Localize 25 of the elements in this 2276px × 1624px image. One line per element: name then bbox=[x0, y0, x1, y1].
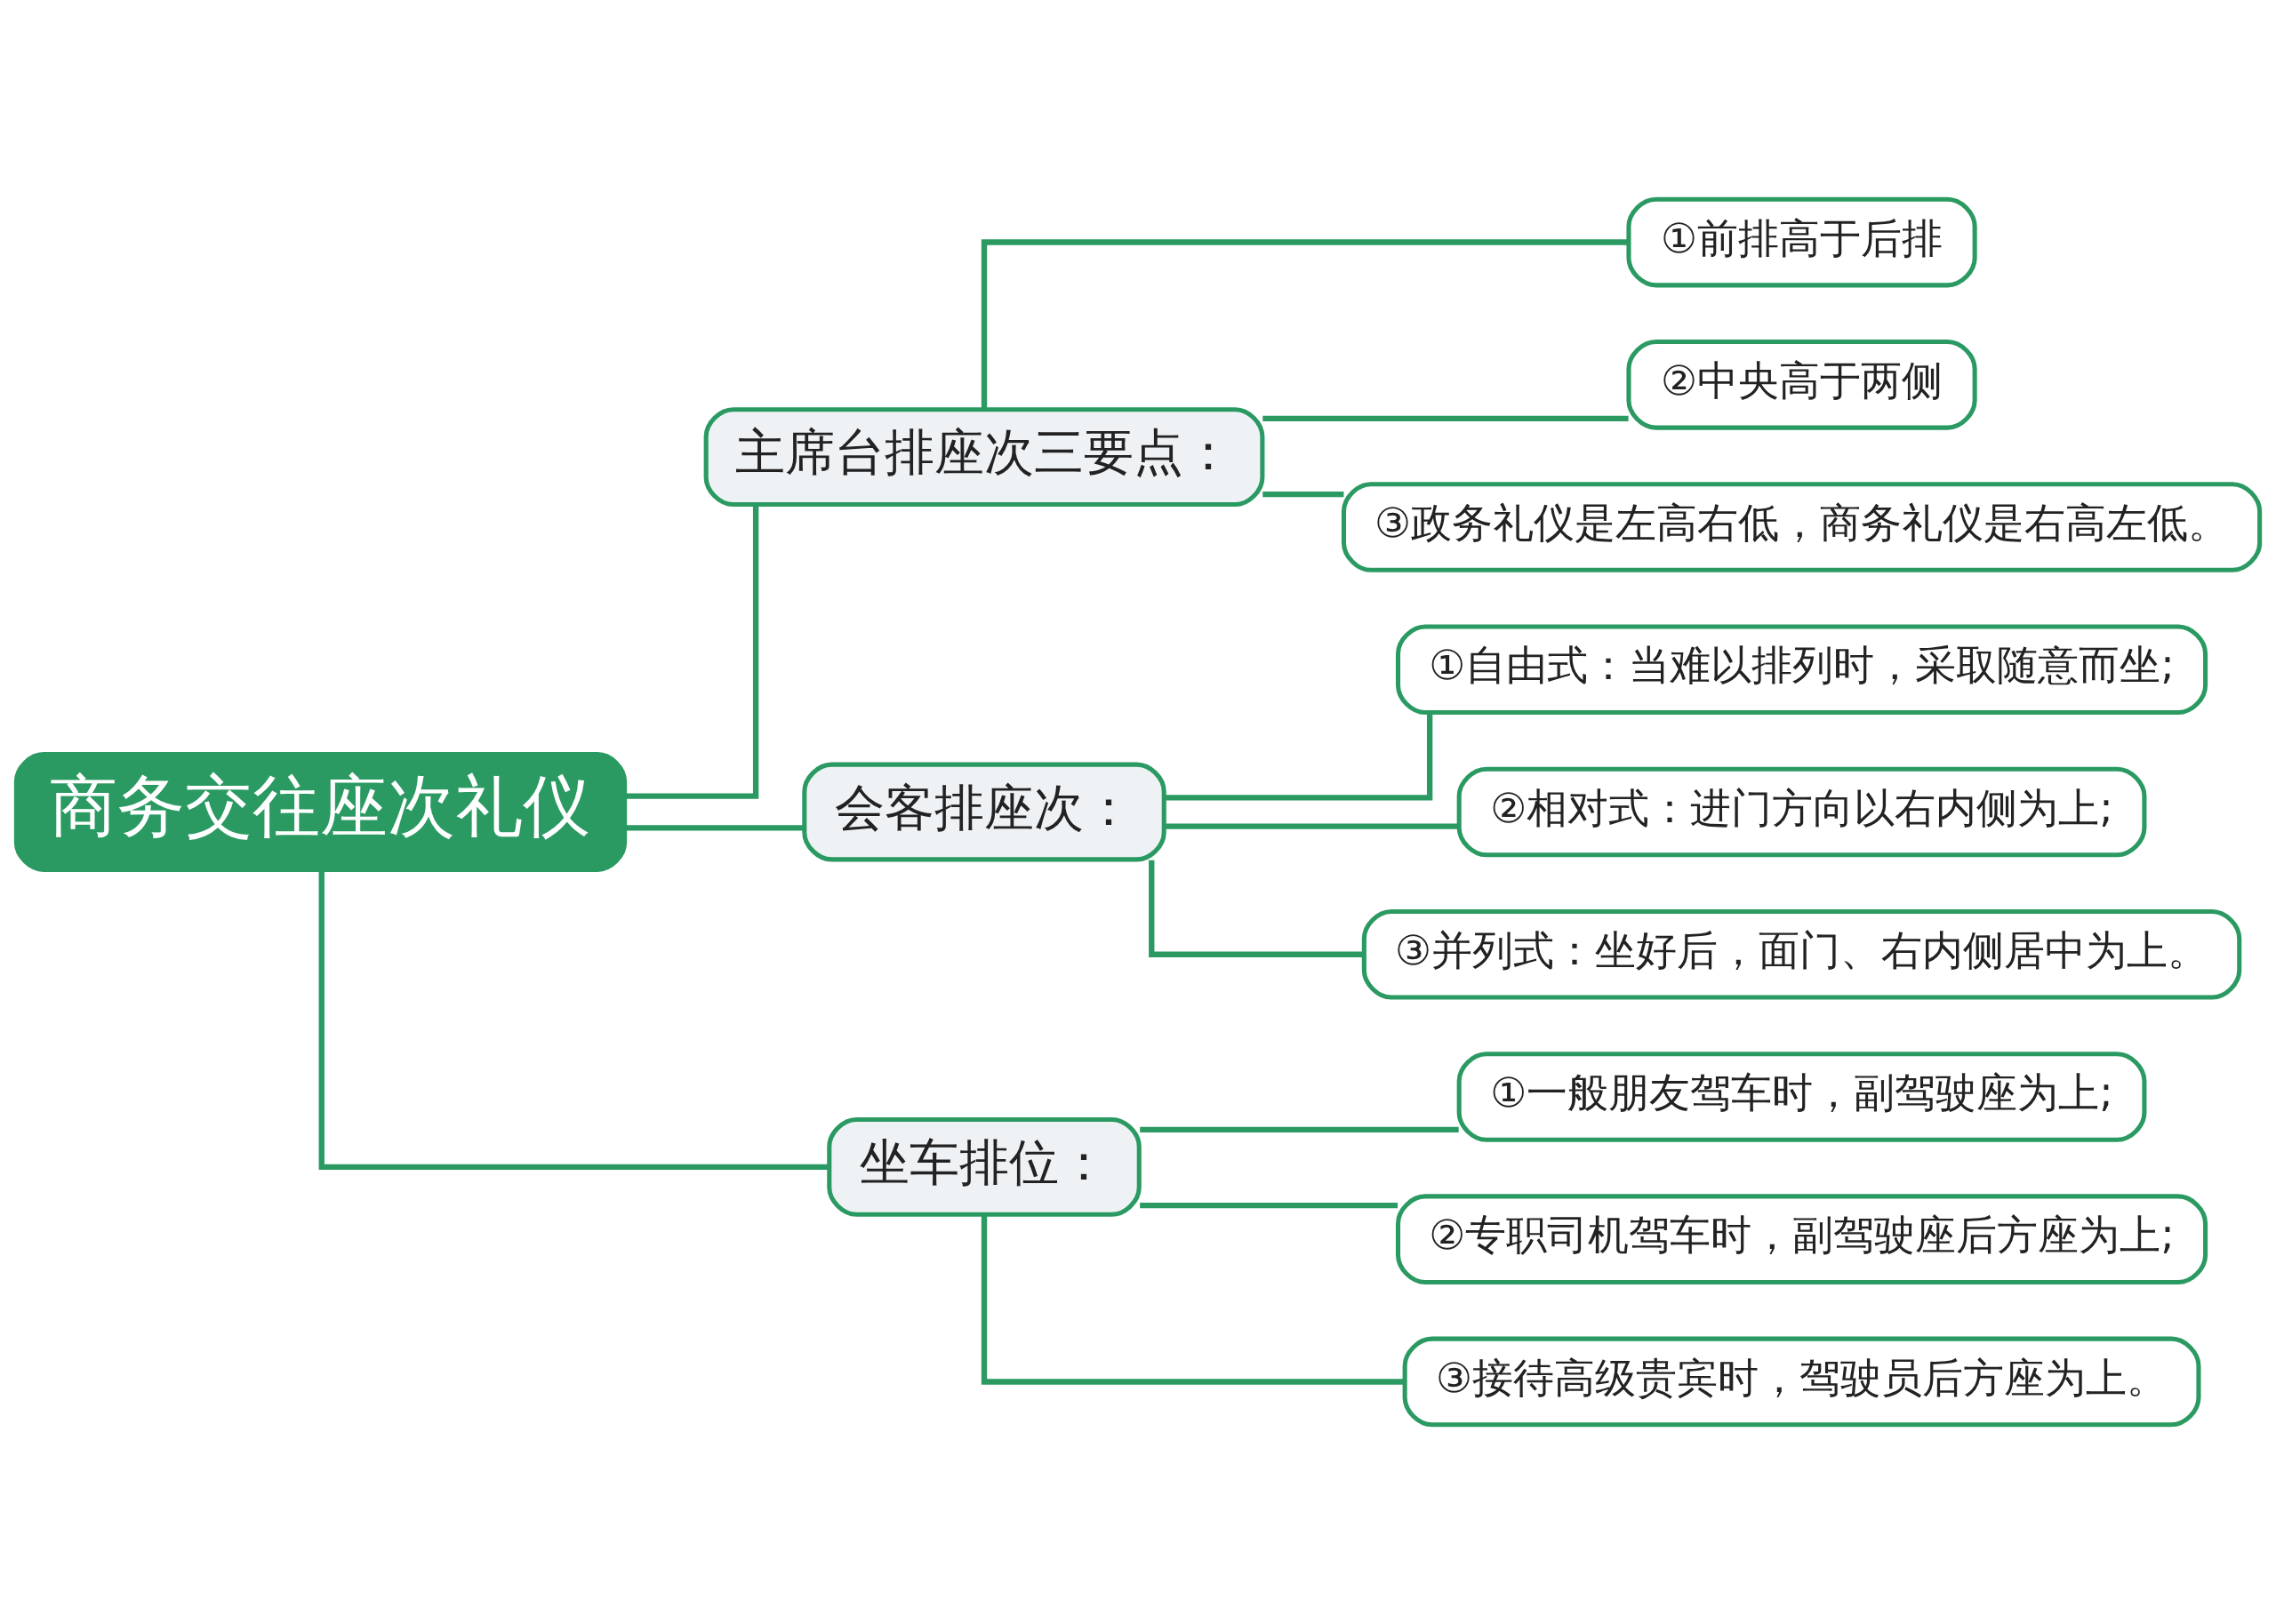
node-box: ③并列式：坐好后，面门、右内侧居中为上。 bbox=[1361, 908, 2242, 1000]
connector bbox=[1140, 1126, 1459, 1133]
connector bbox=[1164, 823, 1459, 829]
connector bbox=[1140, 1202, 1398, 1209]
node-box: ②中央高于两侧 bbox=[1626, 339, 1977, 430]
node-box: 坐车排位： bbox=[827, 1116, 1142, 1217]
connector bbox=[1164, 713, 1433, 801]
connector bbox=[625, 825, 804, 831]
node-box: ②专职司机驾车时，副驾驶座后方座为上; bbox=[1395, 1194, 2208, 1285]
connector bbox=[1262, 415, 1629, 422]
node-box: 主席台排座次三要点： bbox=[703, 407, 1265, 508]
connector bbox=[318, 869, 829, 1171]
node-box: ③政务礼仪是左高右低，商务礼仪是右高左低。 bbox=[1341, 482, 2263, 572]
node-box: ③接待高级贵宾时，驾驶员后方座为上。 bbox=[1402, 1336, 2201, 1428]
connector bbox=[625, 505, 759, 799]
node-box: ①自由式：当难以排列时，采取随意而坐; bbox=[1395, 624, 2208, 716]
connector bbox=[1262, 491, 1344, 498]
connector bbox=[1149, 860, 1364, 957]
node-box: ①一般朋友驾车时，副驾驶座为上; bbox=[1456, 1052, 2147, 1142]
node-box: 商务交往座次礼仪 bbox=[13, 752, 628, 872]
node-box: ②相对式：进门方向以右内侧为上; bbox=[1456, 766, 2147, 858]
connector bbox=[981, 1214, 1405, 1385]
node-box: ①前排高于后排 bbox=[1626, 196, 1977, 288]
node-box: 会客排座次： bbox=[802, 762, 1166, 862]
connector bbox=[981, 239, 1629, 410]
